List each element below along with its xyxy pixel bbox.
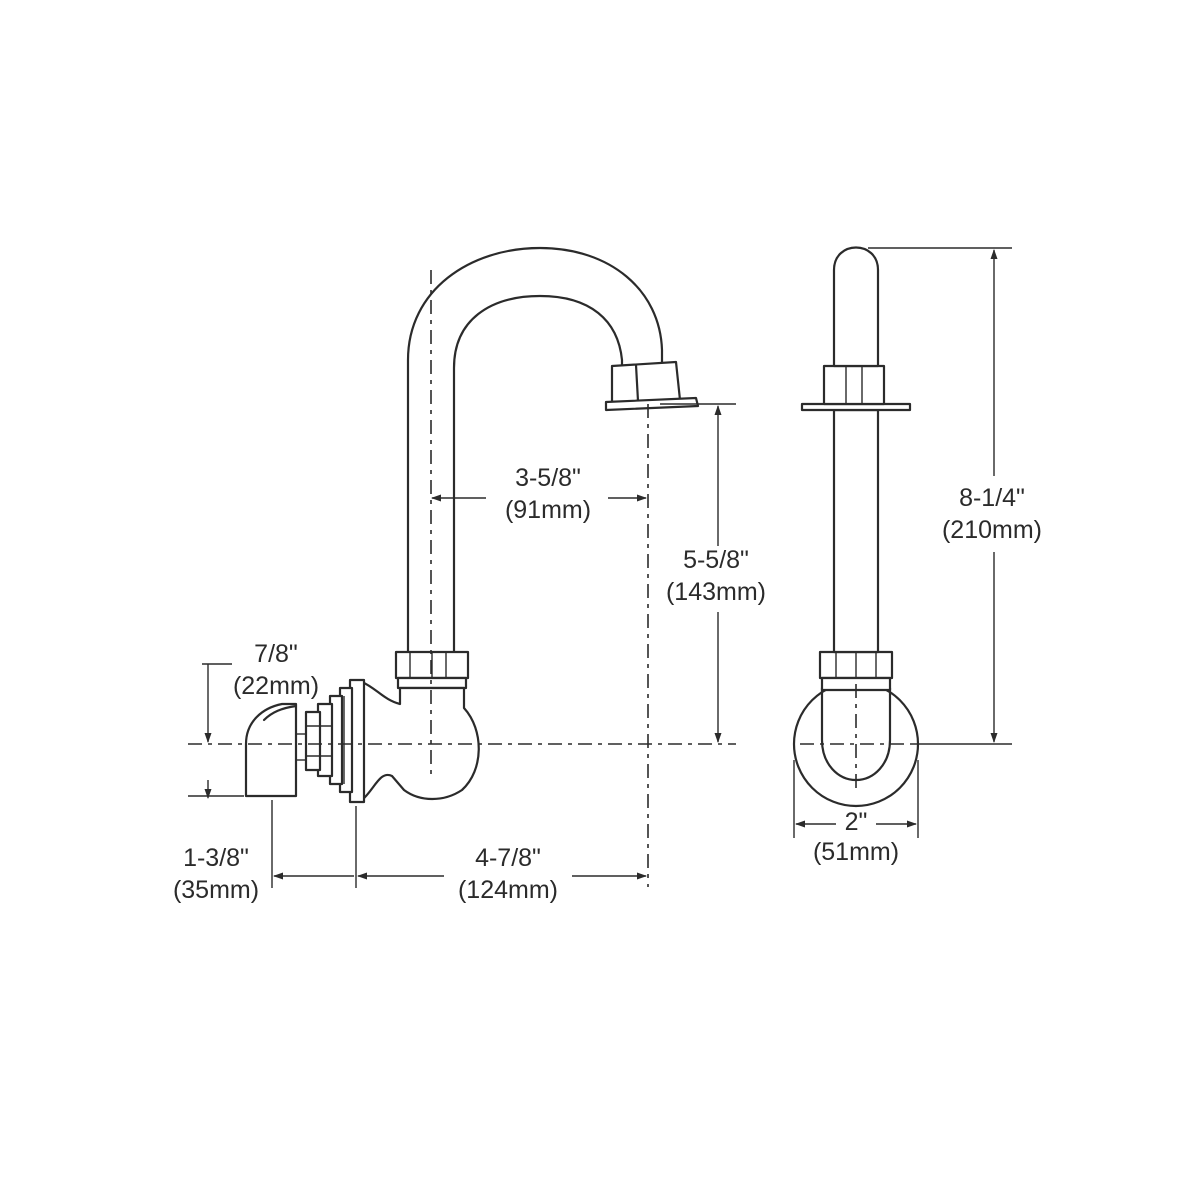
dim-spout-height-metric: (143mm) (666, 578, 766, 606)
dimension-lines (188, 247, 1012, 888)
front-view (792, 246, 920, 808)
lock-nut (304, 702, 334, 778)
dim-spout-height-imperial: 5-5/8" (683, 546, 749, 574)
dim-inlet-depth-metric: (35mm) (173, 876, 259, 904)
aerator-nut (604, 360, 700, 412)
side-view (188, 246, 736, 887)
inlet-elbow (244, 702, 306, 798)
dim-overall-height-metric: (210mm) (942, 516, 1042, 544)
dim-body-width-imperial: 2" (845, 808, 868, 836)
dim-wall-to-outlet-metric: (124mm) (458, 876, 558, 904)
dim-overall-height-imperial: 8-1/4" (959, 484, 1025, 512)
dim-wall-to-outlet-imperial: 4-7/8" (475, 844, 541, 872)
dim-inlet-depth-imperial: 1-3/8" (183, 844, 249, 872)
spout-tube-inner (452, 294, 624, 654)
dim-inlet-offset-metric: (22mm) (233, 672, 319, 700)
front-tube-top (832, 246, 880, 368)
dim-inlet-offset-imperial: 7/8" (254, 640, 298, 668)
dim-body-width-metric: (51mm) (813, 838, 899, 866)
front-aerator-nut (800, 364, 912, 412)
front-tube (832, 408, 880, 654)
wall-flange (328, 678, 366, 804)
dim-spout-reach-imperial: 3-5/8" (515, 464, 581, 492)
faucet-body (360, 680, 480, 802)
spout-tube (406, 246, 664, 654)
dim-spout-reach-metric: (91mm) (505, 496, 591, 524)
body-coupling-nut (394, 650, 470, 690)
